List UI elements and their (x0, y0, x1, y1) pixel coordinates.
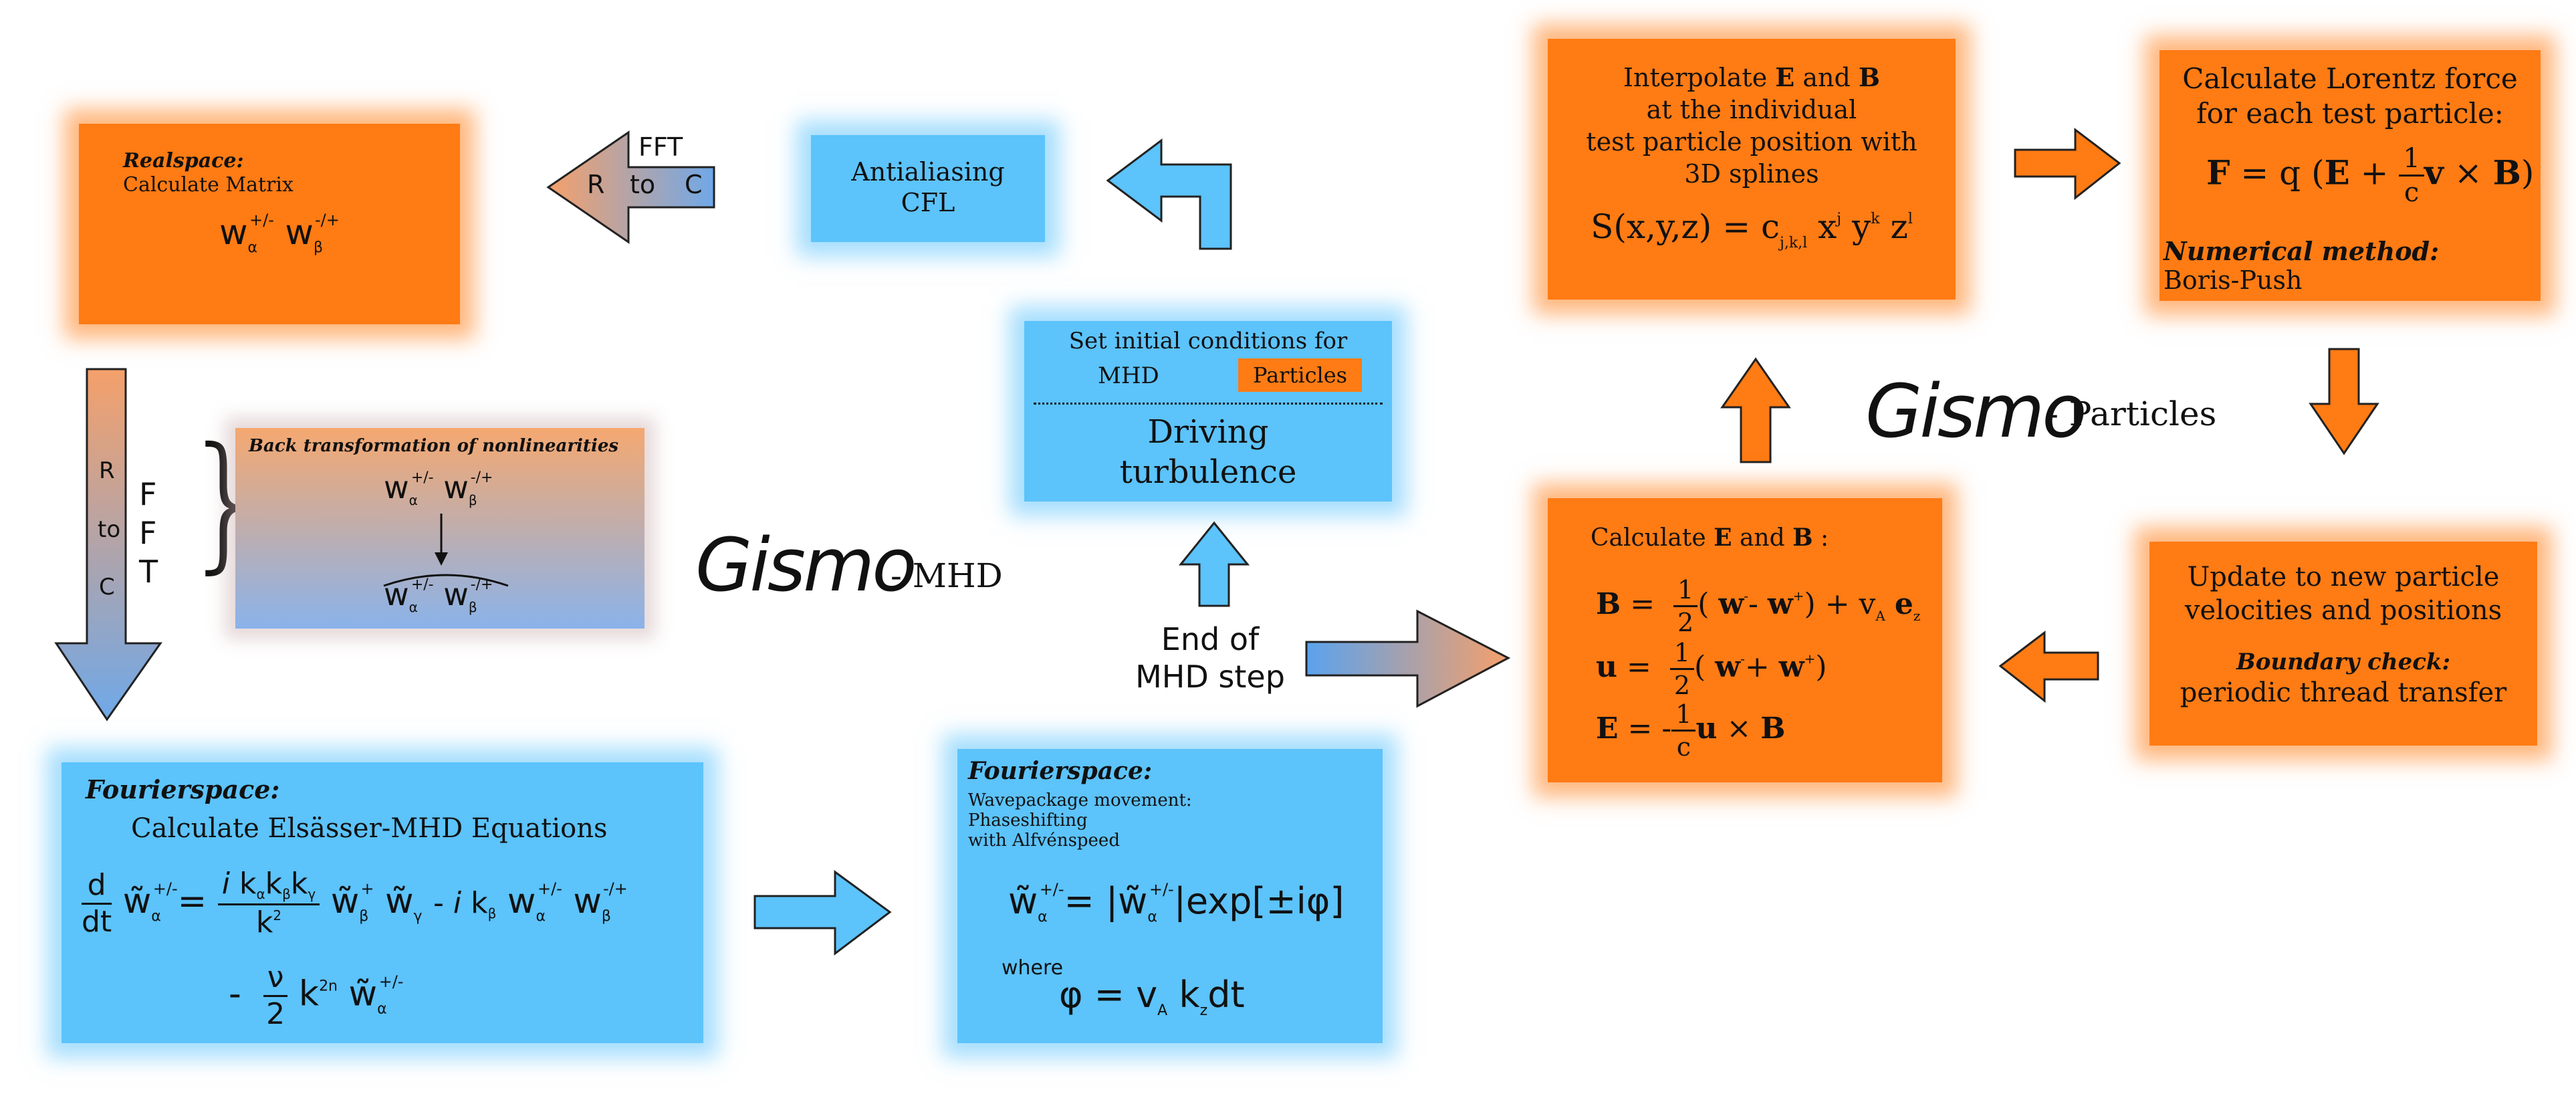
initial-title: Set initial conditions for (1068, 328, 1348, 354)
fourier-right-heading: Fourierspace: (968, 757, 1153, 785)
calc-eb-title-a: Calculate (1591, 524, 1714, 552)
update-line2: velocities and positions (2184, 595, 2502, 626)
back-transform-box: Back transformation of nonlinearities wα… (235, 428, 645, 629)
fft-c-label: C (685, 170, 703, 199)
up-blue-arrow (1178, 521, 1250, 607)
interpolate-b: B (1858, 62, 1880, 92)
gismo-mhd-logo: Gismo (695, 522, 917, 608)
calc-eb-title: Calculate E and B : (1591, 524, 1829, 552)
bent-blue-arrow (1106, 138, 1232, 250)
interpolate-box: Interpolate E and B at the individual te… (1548, 39, 1956, 300)
fourier-right-box: Fourierspace: Wavepackage movement: Phas… (957, 749, 1383, 1043)
lorentz-to-update-arrow (2309, 348, 2379, 455)
update-check: periodic thread transfer (2180, 677, 2507, 708)
interpolate-line2: at the individual (1646, 95, 1857, 124)
back-transform-arrow (435, 514, 448, 566)
fft-label: FFT (638, 132, 683, 162)
rfft-f1: F (139, 476, 157, 512)
rfft-r: R (99, 457, 115, 484)
back-transform-heading: Back transformation of nonlinearities (249, 436, 618, 456)
fourier-right-eq2: φ = vA kzdt (1059, 974, 1245, 1019)
interpolate-eq: S(x,y,z) = cj,k,l xj yk zl (1591, 207, 1913, 251)
fft-to-label: to (630, 170, 656, 199)
interpolate-and: and (1794, 63, 1859, 92)
fourier-left-box: Fourierspace: Calculate Elsässer-MHD Equ… (62, 762, 703, 1043)
rfft-t: T (139, 554, 158, 590)
fourier-right-eq1: w̃α+/-= |w̃α+/-|exp[±iφ] (1008, 880, 1344, 925)
fourier-left-heading: Fourierspace: (86, 774, 280, 804)
mhd-to-particles-arrow (1305, 609, 1511, 708)
realspace-formula: wα+/- wβ-/+ (219, 211, 340, 256)
fourier-right-where: where (1002, 956, 1064, 980)
interp-to-lorentz-arrow (2014, 127, 2121, 201)
end-mhd-step: End of MHD step (1123, 621, 1297, 695)
antialiasing-box: Antialiasing CFL (811, 135, 1045, 242)
rfft-to: to (98, 516, 121, 543)
calc-eb-e: E (1714, 524, 1732, 552)
initial-conditions-box: Set initial conditions for MHD Particles… (1024, 321, 1392, 502)
fft-left-arrow (546, 130, 715, 244)
interpolate-line1: Interpolate E and B (1548, 62, 1956, 94)
initial-line1: Driving (1147, 413, 1269, 451)
back-transform-top: wα+/- wβ-/+ (384, 469, 493, 508)
calc-eb-title-b: : (1812, 524, 1829, 552)
realspace-box: Realspace: Calculate Matrix wα+/- wβ-/+ (79, 124, 460, 324)
end-mhd-line2: MHD step (1135, 659, 1285, 695)
fourier-right-line1: Wavepackage movement: (968, 790, 1192, 810)
initial-opt-mhd: MHD (1098, 362, 1159, 389)
back-transform-bottom: wα+/- wβ-/+ (384, 576, 493, 615)
lorentz-line2: for each test particle: (2196, 97, 2504, 130)
calc-eb-and: and (1732, 524, 1793, 552)
initial-divider (1034, 403, 1383, 405)
rfft-c: C (99, 574, 115, 600)
interpolate-e: E (1775, 62, 1795, 92)
fourier-right-arrow (753, 870, 892, 956)
lorentz-box: Calculate Lorentz force for each test pa… (2159, 50, 2541, 301)
fourier-right-line2: Phaseshifting (968, 810, 1088, 831)
update-box: Update to new particle velocities and po… (2149, 542, 2537, 746)
rfft-f2: F (139, 515, 157, 551)
gismo-mhd-suffix: - MHD (891, 556, 1003, 595)
fft-r-label: R (587, 170, 605, 199)
gismo-particles-logo: Gismo (1865, 368, 2087, 454)
lorentz-line1: Calculate Lorentz force (2182, 62, 2518, 95)
end-mhd-line1: End of (1161, 621, 1260, 657)
lorentz-method: Boris-Push (2163, 265, 2303, 295)
calc-eb-b: B (1792, 524, 1813, 552)
lorentz-method-heading: Numerical method: (2163, 236, 2440, 266)
interpolate-line3: test particle position with (1586, 127, 1917, 156)
update-line1: Update to new particle (2187, 562, 2500, 592)
realspace-line: Calculate Matrix (123, 173, 294, 197)
interpolate-line4: 3D splines (1684, 159, 1819, 189)
fourier-left-title: Calculate Elsässer-MHD Equations (131, 813, 608, 844)
interpolate-text-a: Interpolate (1623, 63, 1776, 92)
calc-to-interp-arrow (1720, 357, 1791, 463)
initial-opt-particles: Particles (1238, 358, 1363, 392)
initial-line2: turbulence (1119, 453, 1297, 491)
update-to-calc-arrow (1998, 630, 2099, 703)
realspace-heading: Realspace: (123, 149, 244, 173)
update-check-heading: Boundary check: (2236, 649, 2451, 675)
gismo-particles-suffix: - Particles (2047, 395, 2217, 433)
fourier-right-line3: with Alfvénspeed (968, 831, 1120, 851)
antialiasing-line2: CFL (901, 188, 955, 217)
rfft-down-arrow (54, 368, 162, 722)
back-transform-tilde (383, 574, 509, 587)
antialiasing-line1: Antialiasing (851, 157, 1005, 187)
